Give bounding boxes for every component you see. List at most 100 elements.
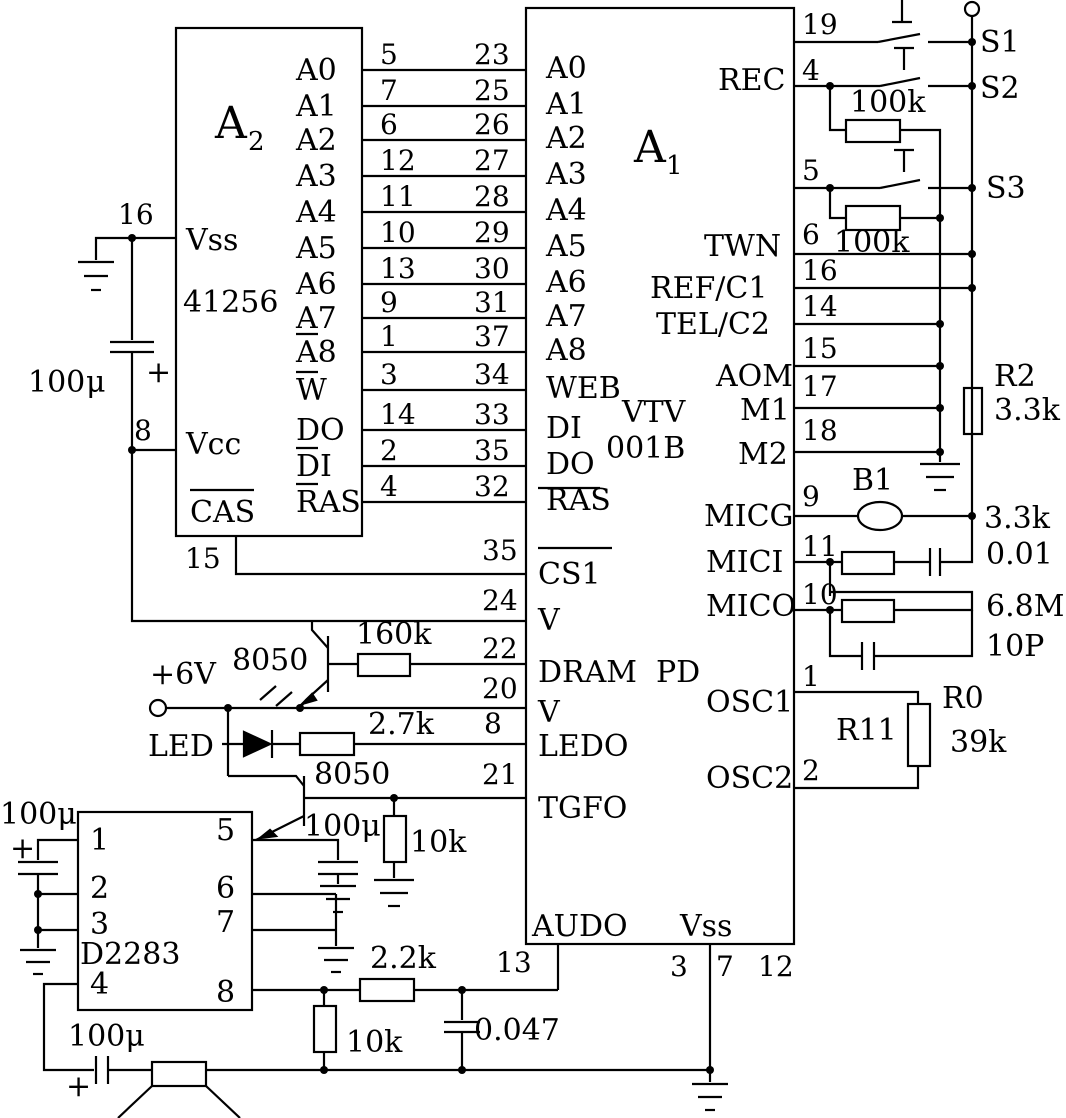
resistor-10k-a (382, 814, 408, 864)
label-c-100u-d: 100μ (68, 1019, 145, 1054)
a1-pin-label: V (537, 695, 561, 730)
a1-pin-audo-num: 13 (496, 946, 532, 979)
a1-right-pin-label: M1 (740, 393, 790, 428)
a1-right-pin-label: MICG (704, 499, 794, 534)
label-c-100u-c: 100μ (0, 797, 77, 832)
d2283-pin-1: 1 (90, 823, 109, 858)
a1-right-pin-label: REC (718, 63, 785, 98)
a2-pin-number: 2 (380, 434, 398, 467)
a1-pin-label: A5 (545, 229, 587, 264)
a1-right-pin-label: REF/C1 (650, 271, 767, 306)
a1-pin-number: 32 (474, 470, 510, 503)
switch-s2[interactable] (879, 76, 921, 88)
cap-100u-a-plus: + (146, 355, 171, 390)
a2-pin-cas-num: 15 (185, 542, 221, 575)
a1-right-pin-number: 4 (802, 54, 820, 87)
bus-lines (362, 68, 526, 504)
chip-a2-sublabel: 2 (248, 127, 265, 157)
a2-pin-number: 10 (380, 216, 416, 249)
label-r11-value: 39k (950, 725, 1007, 760)
label-s1[interactable]: S1 (980, 25, 1020, 60)
a1-right-pin-number: 10 (802, 578, 838, 611)
label-led: LED (148, 729, 214, 764)
chip-a1-label: A (633, 122, 667, 173)
a1-pin-label: A2 (545, 121, 587, 156)
a1-pin-label: A7 (545, 299, 587, 334)
a1-pin-label: A0 (545, 51, 587, 86)
a1-pin-label: A8 (545, 333, 587, 368)
label-plus-c: + (10, 831, 35, 866)
resistor-mici (840, 550, 896, 576)
a2-pin-label: RAS (296, 485, 361, 520)
a2-pin-label: A8 (295, 335, 337, 370)
a1-pin-label: DRAM (538, 655, 637, 690)
resistor-10k-b (312, 1004, 338, 1054)
d2283-pin-4: 4 (90, 967, 109, 1002)
a1-right-pin-label: MICO (706, 589, 796, 624)
chip-a2-body (174, 26, 364, 538)
label-c-0-047: 0.047 (474, 1013, 560, 1048)
supply-terminal-6v (148, 698, 168, 718)
a1-right-pin-number: 17 (802, 370, 838, 403)
a1-pin-label: TGFO (538, 791, 627, 826)
a1-pin-number: 25 (474, 74, 510, 107)
a1-right-pin-number: 16 (802, 254, 838, 287)
a1-pin-label: WEB (546, 371, 621, 406)
a2-pin-label: A7 (295, 301, 337, 336)
a1-pin-tgfo-num: 21 (482, 758, 518, 791)
resistor-6-8m (840, 598, 896, 624)
a1-right-pin-number: 11 (802, 530, 838, 563)
a1-right-pin-number: 18 (802, 414, 838, 447)
a2-pin-number: 4 (380, 470, 398, 503)
a2-pin-number: 9 (380, 286, 398, 319)
microphone-b1 (856, 500, 904, 532)
a2-pin-vss-num: 16 (118, 198, 154, 231)
resistor-160k (356, 652, 412, 678)
label-r-6-8m: 6.8M (986, 589, 1064, 624)
a2-pin-number: 14 (380, 398, 416, 431)
a1-pin-pd: PD (656, 655, 700, 690)
switch-s1[interactable] (877, 32, 921, 44)
chip-a1-body (524, 6, 796, 946)
chip-d2283-label: D2283 (80, 937, 180, 972)
switch-s1-terminal (963, 0, 981, 18)
label-s3[interactable]: S3 (986, 171, 1026, 206)
label-s2[interactable]: S2 (980, 71, 1020, 106)
a1-pin-number: 26 (474, 108, 510, 141)
a1-pin-audo: AUDO (531, 909, 628, 944)
a1-pin-label: CS1 (538, 557, 601, 592)
label-plus-6v: +6V (150, 657, 217, 692)
a1-pin-v20-num: 20 (482, 672, 518, 705)
a2-pin-label: A0 (295, 53, 337, 88)
d2283-pin-3: 3 (90, 907, 109, 942)
a1-right-pin-number: 6 (802, 218, 820, 251)
a2-pin-number: 1 (380, 320, 398, 353)
label-r2: R2 (994, 359, 1036, 394)
a2-pin-number: 13 (380, 252, 416, 285)
label-c-0-01: 0.01 (986, 537, 1053, 572)
a1-pin-number: 35 (474, 434, 510, 467)
a1-pin-dram-num: 22 (482, 632, 518, 665)
a2-pin-vcc-num: 8 (134, 414, 152, 447)
label-plus-d: + (66, 1069, 91, 1104)
label-b1: B1 (852, 463, 893, 498)
vcc-to-a1-v (130, 450, 526, 623)
a1-right-pin-number: 19 (802, 8, 838, 41)
chip-d2283-body (76, 810, 254, 1012)
a2-pin-vcc: Vcc (185, 427, 241, 462)
a1-pin-number: 27 (474, 144, 510, 177)
a1-right-pin-number: 15 (802, 332, 838, 365)
resistor-2-7k (298, 731, 356, 757)
a1-pin-vss: Vss (679, 909, 732, 944)
chip-a2-label: A (214, 98, 248, 149)
switch-s3[interactable] (879, 178, 921, 190)
label-r-10k-a: 10k (410, 825, 467, 860)
chip-a1-part-2: 001B (606, 431, 685, 466)
a2-pin-vss: Vss (185, 223, 238, 258)
a1-right-pin-label: M2 (738, 437, 788, 472)
a1-right-pin-number: 9 (802, 480, 820, 513)
label-r-160k: 160k (356, 617, 432, 652)
